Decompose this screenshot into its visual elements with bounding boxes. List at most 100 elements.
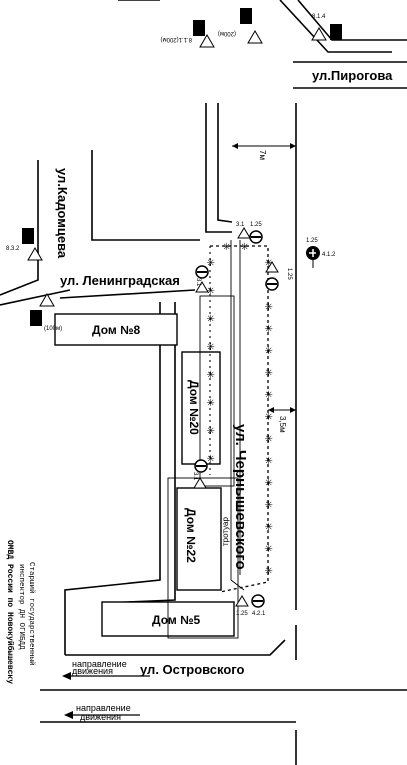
direction-label-1b: движения xyxy=(72,666,113,676)
building-dom22 xyxy=(176,487,222,591)
house-label-dom8: Дом №8 xyxy=(92,323,140,337)
sign-work-bottom-label-a: 1.25 xyxy=(236,611,248,617)
fence-marker: ✳ xyxy=(207,426,215,437)
fence-marker: ✳ xyxy=(265,434,273,445)
sign-road-works-top-icon xyxy=(237,227,251,239)
stamp-line-3: ОМВД России по Новокуйбышевску xyxy=(5,540,14,684)
road-diag-lower-left xyxy=(0,289,71,306)
fence-marker: ✳ xyxy=(223,242,231,253)
fence-marker: ✳ xyxy=(265,456,273,467)
sign-road-works-mid-icon xyxy=(193,477,207,489)
road-kadomtseva-right xyxy=(91,150,110,241)
sign-work-zone-left: 3.1 xyxy=(195,265,209,293)
sidewalk-left-line xyxy=(230,240,245,591)
sign-info-6-8-1-b-icon xyxy=(240,8,252,24)
house-label-dom5: Дом №5 xyxy=(152,613,200,627)
building-dom8 xyxy=(54,313,178,346)
sign-warning-kadomtseva-icon xyxy=(27,247,43,261)
sign-4-1-2-label-b: 4.1.2 xyxy=(322,252,336,258)
sign-group-top-left: 8.1.1(200м) xyxy=(161,20,215,48)
direction-label-2b: движения xyxy=(80,712,121,722)
sign-4-1-2-label-a: 1.25 xyxy=(306,238,318,244)
sign-warning-1-25-c-icon xyxy=(311,27,327,41)
labels: ул.Пирогова ул.Кадомцева ул. Ленинградск… xyxy=(55,68,393,722)
house-label-dom20: Дом №20 xyxy=(187,380,201,435)
block-lower-inner xyxy=(167,477,239,639)
block-left-inner xyxy=(199,295,235,487)
dimension-label-top: 7м xyxy=(258,150,267,160)
fence-marker: ✳ xyxy=(265,412,273,423)
sign-work-zone-right: 1.25 xyxy=(265,261,292,291)
fence-marker: ✳ xyxy=(265,346,273,357)
sign-road-works-right-icon xyxy=(265,261,279,273)
sign-group-top-mid: (200м) xyxy=(218,8,263,44)
fence-marker: ✳ xyxy=(207,454,215,465)
fence-marker: ✳ xyxy=(241,242,249,253)
street-label-ostrovskogo: ул. Островского xyxy=(140,662,245,677)
direction-label-2a: направление xyxy=(76,703,131,713)
direction-arrows xyxy=(62,672,150,719)
official-stamp: Старший государственный инспектор ДН ОГИ… xyxy=(5,540,36,684)
fence-marker: ✳ xyxy=(207,258,215,269)
work-zone-fence xyxy=(209,245,269,593)
fence-marker: ✳ xyxy=(207,342,215,353)
direction-arrow-2-head xyxy=(64,711,73,719)
sign-top-left-label: 8.1.1(200м) xyxy=(161,36,192,42)
sign-warning-1-25-icon xyxy=(199,34,215,48)
sign-warning-1-25-b-icon xyxy=(247,30,263,44)
fence-marker: ✳ xyxy=(207,398,215,409)
fence-marker: ✳ xyxy=(265,324,273,335)
fence-marker: ✳ xyxy=(265,544,273,555)
fence-marks: ✳✳✳✳✳✳✳✳✳✳✳✳✳✳✳✳✳✳✳✳✳✳✳✳✳ xyxy=(207,242,273,577)
road-ostrovskogo-top xyxy=(65,639,286,656)
fence-marker: ✳ xyxy=(265,258,273,269)
dimension-label-mid: 3,5м xyxy=(278,416,287,433)
dimension-arrows xyxy=(232,143,296,413)
sidewalk-label: тротуар xyxy=(221,517,230,547)
road-kadomtseva-left xyxy=(0,160,39,296)
sign-group-top-right: 8.1.4 xyxy=(311,14,342,41)
road-main-left-edge xyxy=(217,103,233,223)
sign-work-zone-top: 3.1 1.25 xyxy=(236,222,263,244)
sign-warning-leningradskaya-icon xyxy=(39,293,55,307)
fence-marker: ✳ xyxy=(265,566,273,577)
fence-marker: ✳ xyxy=(207,286,215,297)
street-label-leningradskaya: ул. Ленинградская xyxy=(60,273,180,288)
house-label-dom22: Дом №22 xyxy=(184,508,198,563)
fence-marker: ✳ xyxy=(265,302,273,313)
fence-marker: ✳ xyxy=(265,368,273,379)
sign-info-kadomtseva-icon xyxy=(22,228,34,244)
fence-marker: ✳ xyxy=(207,370,215,381)
sign-work-zone-mid: 3.1 xyxy=(192,459,208,489)
sign-top-right-label: 8.1.4 xyxy=(312,14,326,20)
sign-work-right-label: 1.25 xyxy=(286,268,292,280)
dim-mid-arrows xyxy=(268,407,296,413)
sign-work-top-label-a: 3.1 xyxy=(236,222,245,228)
sign-work-left-label: 3.1 xyxy=(195,278,201,287)
street-label-pirogova: ул.Пирогова xyxy=(312,68,393,83)
fence-marker: ✳ xyxy=(265,500,273,511)
sign-work-mid-label: 3.1 xyxy=(192,472,198,481)
sign-group-leningradskaya: (100м) xyxy=(30,293,62,332)
sign-work-bottom-label-b: 4.2.1 xyxy=(252,611,266,617)
road-left-block-inner xyxy=(104,302,176,604)
fence-marker: ✳ xyxy=(265,390,273,401)
sign-work-top-label-b: 1.25 xyxy=(250,222,262,228)
buildings xyxy=(54,295,239,639)
sign-arrow-glyph-icon xyxy=(309,249,316,257)
sign-info-6-8-3-icon xyxy=(330,24,342,40)
building-dom20 xyxy=(181,351,221,465)
street-label-kadomtseva: ул.Кадомцева xyxy=(55,168,70,259)
sign-info-6-8-1-icon xyxy=(193,20,205,36)
road-signs: 8.1.1(200м) (200м) 8.1.4 8.3.2 (100м) xyxy=(6,8,342,617)
sign-top-mid-label: (200м) xyxy=(218,30,236,36)
sign-group-kadomtseva: 8.3.2 xyxy=(6,228,43,261)
sign-kadomtseva-label: 8.3.2 xyxy=(6,246,20,252)
stamp-line-2: инспектор ДН ОГИБДД xyxy=(17,564,25,650)
road-left-block xyxy=(64,302,161,655)
road-top-diagonal-edge xyxy=(279,0,392,53)
road-leningradskaya-bottom xyxy=(59,289,196,299)
fence-marker: ✳ xyxy=(207,314,215,325)
fence-marker: ✳ xyxy=(265,478,273,489)
